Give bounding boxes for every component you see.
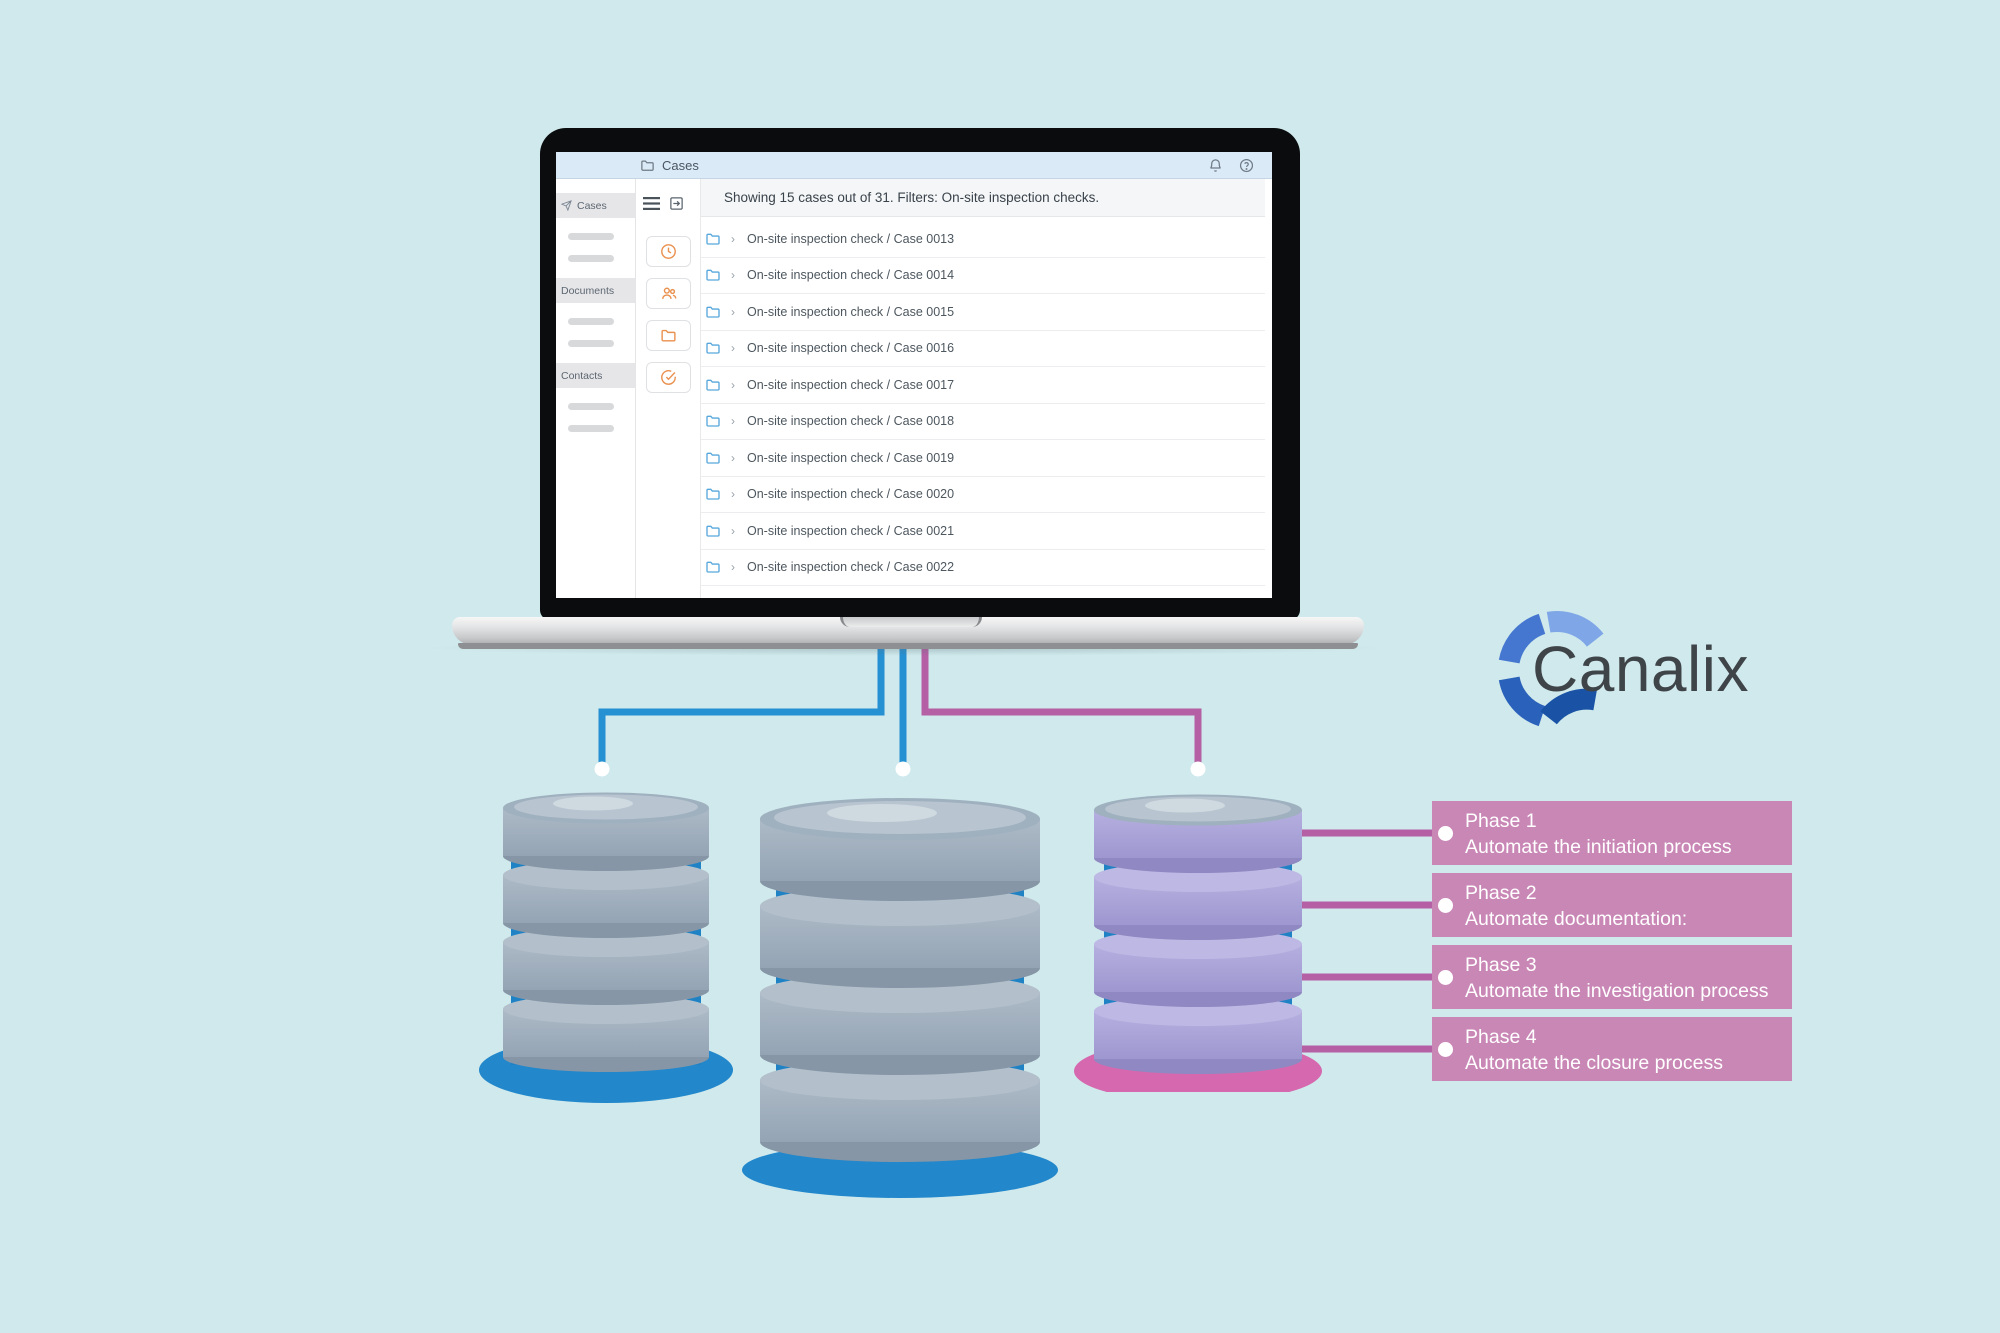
sidebar-item-label: Contacts <box>561 369 603 382</box>
case-row-label: On-site inspection check / Case 0017 <box>747 377 955 392</box>
sidebar-placeholder <box>568 255 614 262</box>
sidebar-placeholder <box>568 425 614 432</box>
menu-icon[interactable] <box>643 197 660 210</box>
chevron-right-icon[interactable]: › <box>731 231 735 246</box>
help-icon[interactable] <box>1239 158 1254 173</box>
window-title: Cases <box>662 157 699 173</box>
exit-icon[interactable] <box>669 196 684 211</box>
case-row[interactable]: › On-site inspection check / Case 0019 <box>701 440 1265 477</box>
sidebar-item-cases[interactable]: Cases <box>556 193 635 218</box>
folder-icon <box>704 413 722 429</box>
folder-icon <box>704 486 722 502</box>
sidebar-item-label: Cases <box>577 199 607 212</box>
sidebar-placeholder <box>568 340 614 347</box>
phase-title: Phase 3 <box>1465 954 1537 976</box>
connector-dot <box>1438 897 1453 913</box>
chevron-right-icon[interactable]: › <box>731 341 735 356</box>
case-row[interactable]: › On-site inspection check / Case 0016 <box>701 331 1265 367</box>
case-management-window: Cases Ca <box>556 152 1272 598</box>
phase-title: Phase 2 <box>1465 882 1537 904</box>
sidebar-item-contacts[interactable]: Contacts <box>556 363 635 388</box>
folder-icon <box>704 377 722 393</box>
chevron-right-icon[interactable]: › <box>731 450 735 465</box>
folders-button[interactable] <box>646 320 691 351</box>
clock-icon <box>660 243 677 260</box>
folder-icon <box>704 267 722 283</box>
folder-icon <box>660 327 677 344</box>
database-middle <box>742 798 1058 1198</box>
case-row[interactable]: › On-site inspection check / Case 0014 <box>701 258 1265 294</box>
case-row-label: On-site inspection check / Case 0021 <box>747 523 955 538</box>
case-row-label: On-site inspection check / Case 0014 <box>747 268 955 283</box>
phase-title: Phase 1 <box>1465 810 1537 832</box>
users-icon <box>660 285 678 302</box>
case-row[interactable]: › On-site inspection check / Case 0021 <box>701 513 1265 550</box>
phase-box-3: Phase 3 Automate the investigation proce… <box>1432 945 1792 1009</box>
chevron-right-icon[interactable]: › <box>731 377 735 392</box>
window-titlebar: Cases <box>556 152 1272 179</box>
case-row[interactable]: › On-site inspection check / Case 0022 <box>701 550 1265 586</box>
chevron-right-icon[interactable]: › <box>731 487 735 502</box>
case-row-label: On-site inspection check / Case 0016 <box>747 341 955 356</box>
phase-box-4: Phase 4 Automate the closure process <box>1432 1017 1792 1081</box>
case-row[interactable]: › On-site inspection check / Case 0018 <box>701 404 1265 440</box>
case-list-panel: Showing 15 cases out of 31. Filters: On-… <box>701 179 1272 598</box>
phase-subtitle: Automate the initiation process <box>1465 835 1732 858</box>
connector-dot <box>1438 825 1453 841</box>
status-bar: Showing 15 cases out of 31. Filters: On-… <box>701 179 1265 217</box>
bell-icon[interactable] <box>1208 158 1223 173</box>
sidebar-item-label: Documents <box>561 284 615 297</box>
case-row[interactable]: › On-site inspection check / Case 0020 <box>701 477 1265 513</box>
chevron-right-icon[interactable]: › <box>731 560 735 575</box>
chevron-right-icon[interactable]: › <box>731 523 735 538</box>
recent-button[interactable] <box>646 236 691 267</box>
sidebar-placeholder <box>568 403 614 410</box>
connector-dot <box>1438 969 1453 985</box>
folder-icon <box>704 340 722 356</box>
check-circle-icon <box>660 369 677 386</box>
phase-subtitle: Automate documentation: <box>1465 907 1688 930</box>
laptop-notch <box>840 617 982 627</box>
canalix-logo-mark <box>1498 611 1604 727</box>
canalix-logo: Canalix <box>1480 598 1820 768</box>
database-left <box>479 792 733 1103</box>
case-row-label: On-site inspection check / Case 0015 <box>747 304 955 319</box>
case-row-label: On-site inspection check / Case 0022 <box>747 560 955 575</box>
database-right <box>1074 794 1322 1092</box>
phase-subtitle: Automate the closure process <box>1465 1051 1723 1074</box>
sidebar-item-documents[interactable]: Documents <box>556 278 635 303</box>
folder-icon <box>704 231 722 247</box>
folder-icon <box>704 304 722 320</box>
chevron-right-icon[interactable]: › <box>731 304 735 319</box>
icon-rail <box>636 179 701 598</box>
folder-icon <box>640 158 655 173</box>
case-row[interactable]: › On-site inspection check / Case 0017 <box>701 367 1265 404</box>
case-row[interactable]: › On-site inspection check / Case 0015 <box>701 294 1265 331</box>
phase-box-2: Phase 2 Automate documentation: <box>1432 873 1792 937</box>
folder-icon <box>704 450 722 466</box>
folder-icon <box>704 523 722 539</box>
phase-box-1: Phase 1 Automate the initiation process <box>1432 801 1792 865</box>
nav-sidebar: Cases Documents Contacts <box>556 179 636 598</box>
case-list: › On-site inspection check / Case 0013 ›… <box>701 217 1265 586</box>
tasks-button[interactable] <box>646 362 691 393</box>
sidebar-placeholder <box>568 233 614 240</box>
phase-title: Phase 4 <box>1465 1026 1537 1048</box>
folder-icon <box>704 559 722 575</box>
chevron-right-icon[interactable]: › <box>731 414 735 429</box>
send-icon <box>561 200 572 211</box>
case-row-label: On-site inspection check / Case 0019 <box>747 450 955 465</box>
chevron-right-icon[interactable]: › <box>731 268 735 283</box>
case-row-label: On-site inspection check / Case 0020 <box>747 487 955 502</box>
laptop-base <box>452 617 1364 649</box>
canalix-logo-text: Canalix <box>1532 633 1749 705</box>
case-row-label: On-site inspection check / Case 0018 <box>747 414 955 429</box>
case-row[interactable]: › On-site inspection check / Case 0013 <box>701 221 1265 258</box>
connector-dot <box>1438 1041 1453 1057</box>
contacts-button[interactable] <box>646 278 691 309</box>
status-text: Showing 15 cases out of 31. Filters: On-… <box>724 190 1100 205</box>
sidebar-placeholder <box>568 318 614 325</box>
phase-subtitle: Automate the investigation process <box>1465 979 1769 1002</box>
case-row-label: On-site inspection check / Case 0013 <box>747 231 955 246</box>
